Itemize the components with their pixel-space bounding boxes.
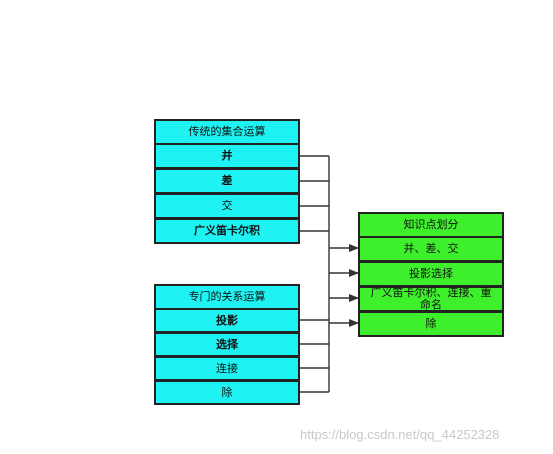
set-ops-title: 传统的集合运算 (154, 119, 300, 145)
set-ops-item-intersection: 交 (154, 193, 300, 219)
set-ops-item-union: 并 (154, 143, 300, 169)
relational-ops-item-division: 除 (154, 380, 300, 405)
relational-ops-item-selection: 选择 (154, 332, 300, 357)
knowledge-item-union-diff-intersect: 并、差、交 (358, 236, 504, 262)
relational-ops-item-join: 连接 (154, 356, 300, 381)
set-ops-item-difference: 差 (154, 168, 300, 194)
knowledge-title: 知识点划分 (358, 212, 504, 238)
knowledge-item-projection-selection: 投影选择 (358, 261, 504, 287)
knowledge-item-cartesian-join-rename: 广义笛卡尔积、连接、重命名 (358, 286, 504, 312)
relational-ops-title: 专门的关系运算 (154, 284, 300, 310)
watermark: https://blog.csdn.net/qq_44252328 (300, 427, 500, 442)
set-ops-item-cartesian-product: 广义笛卡尔积 (154, 218, 300, 244)
relational-ops-item-projection: 投影 (154, 308, 300, 333)
knowledge-item-division: 除 (358, 311, 504, 337)
